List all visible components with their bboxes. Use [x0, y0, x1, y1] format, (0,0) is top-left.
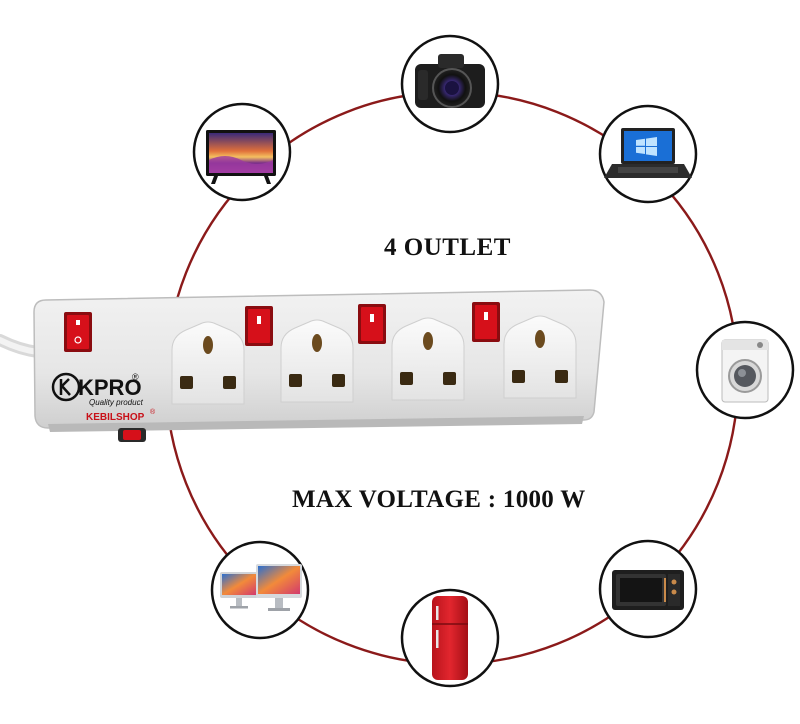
- monitor-icon: [210, 540, 310, 640]
- master-switch[interactable]: [64, 312, 92, 352]
- brand-name: KPRO: [78, 375, 142, 400]
- seller-mark: ®: [150, 408, 156, 416]
- laptop-icon: [598, 104, 698, 204]
- power-strip: KPRO ® Quality product KEBILSHOP ®: [0, 289, 605, 442]
- outlet-switch-1[interactable]: [245, 306, 273, 346]
- reset-button[interactable]: [118, 428, 146, 442]
- camera-icon: [400, 34, 500, 134]
- socket-1[interactable]: [171, 321, 245, 405]
- brand-tagline: Quality product: [89, 398, 144, 407]
- socket-2[interactable]: [280, 319, 354, 403]
- washing-machine-icon: [695, 320, 795, 420]
- socket-4[interactable]: [503, 315, 577, 399]
- outlet-switch-2[interactable]: [358, 304, 386, 344]
- outlet-count-heading: 4 OUTLET: [384, 234, 511, 261]
- seller-name: KEBILSHOP: [86, 412, 145, 423]
- socket-3[interactable]: [391, 317, 465, 401]
- outlet-switch-3[interactable]: [472, 302, 500, 342]
- refrigerator-icon: [400, 588, 500, 688]
- max-voltage-heading: MAX VOLTAGE : 1000 W: [292, 486, 586, 513]
- microwave-icon: [598, 539, 698, 639]
- registered-mark: ®: [132, 372, 139, 382]
- brand-logo: KPRO ® Quality product KEBILSHOP ®: [51, 372, 156, 423]
- television-icon: [192, 102, 292, 202]
